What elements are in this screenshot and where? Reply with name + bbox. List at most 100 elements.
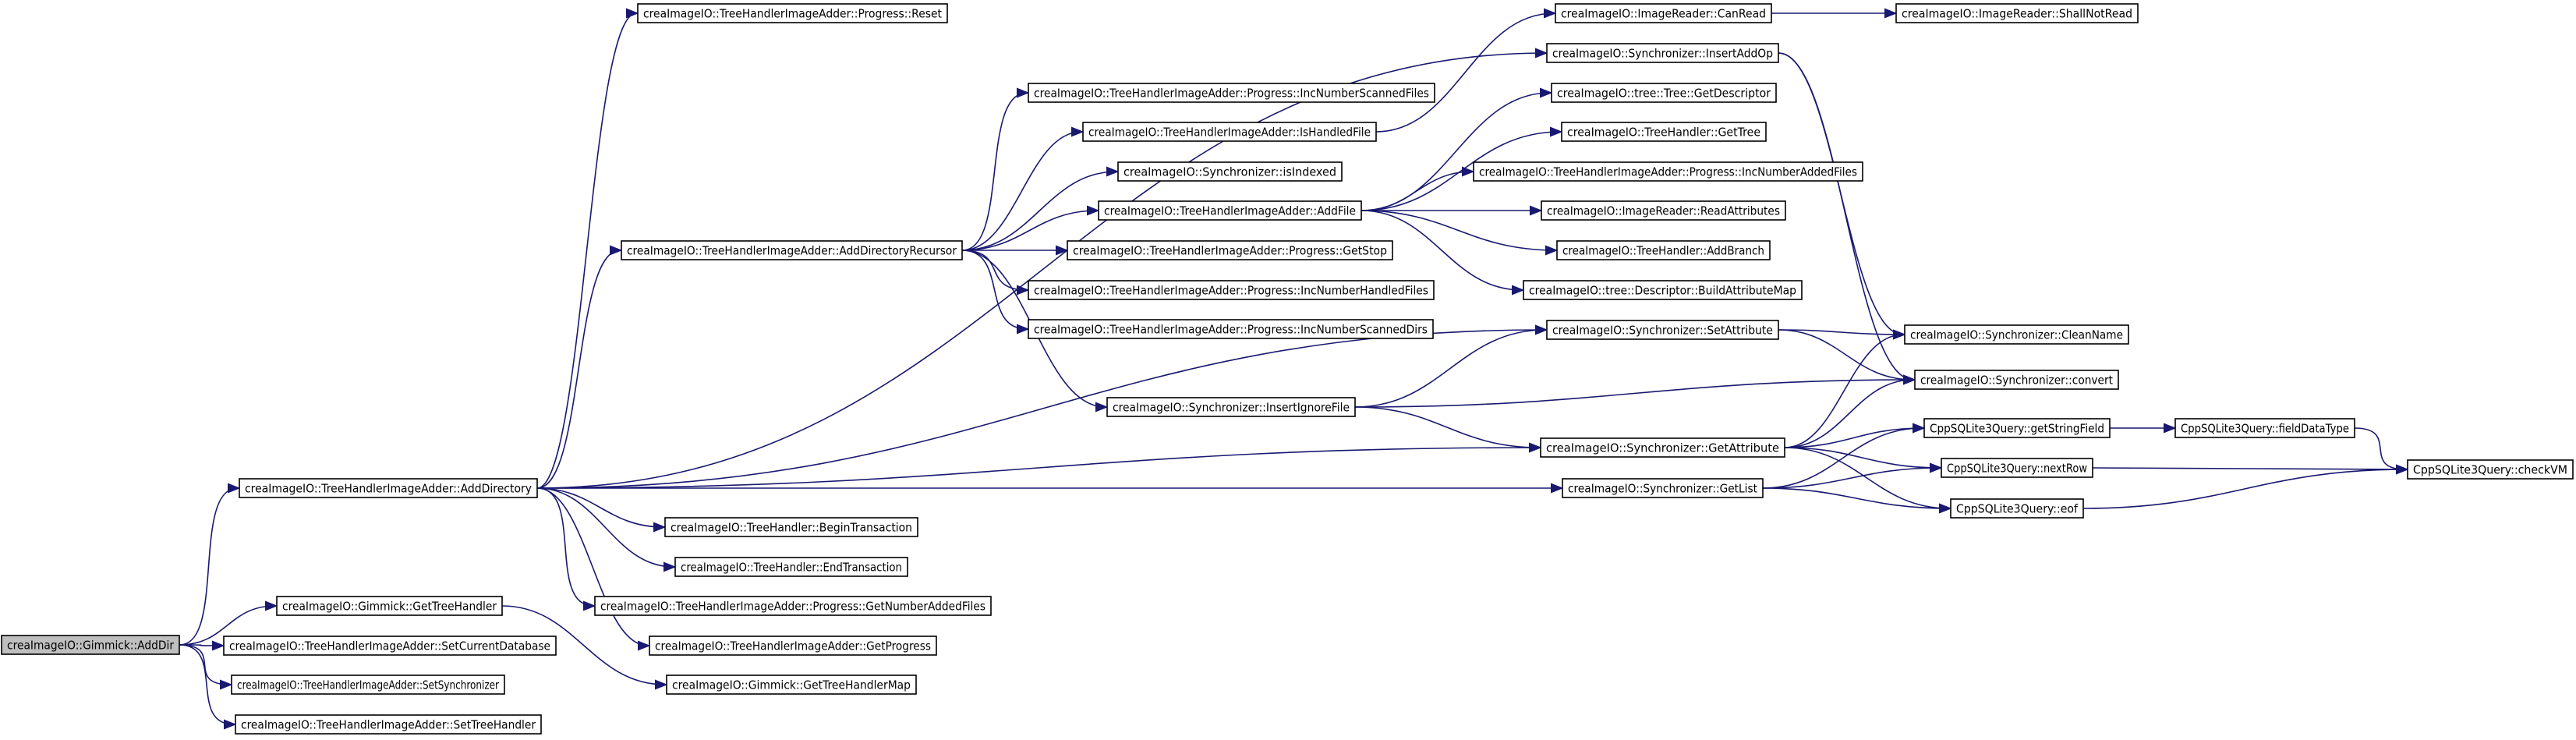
node-cppsqlite3query-getstringfield[interactable]: CppSQLite3Query::getStringField [1923,418,2111,438]
node-cppsqlite3query-fielddatatype[interactable]: CppSQLite3Query::fieldDataType [2174,418,2355,438]
node-label: creaImageIO::tree::Descriptor::BuildAttr… [1529,284,1796,298]
node-box[interactable] [1098,200,1362,221]
node-creaimageio-treehandlerimageadder-adddirectory[interactable]: creaImageIO::TreeHandlerImageAdder::AddD… [239,478,538,498]
node-box[interactable] [239,478,538,498]
node-box[interactable] [276,596,503,616]
node-creaimageio-synchronizer-cleanname[interactable]: creaImageIO::Synchronizer::CleanName [1904,324,2129,345]
edge-n1-to-n24 [536,448,1539,489]
node-box[interactable] [2407,459,2574,480]
edge-n24-to-n25 [1784,428,1923,448]
node-label: creaImageIO::TreeHandlerImageAdder::Prog… [1034,87,1429,101]
node-box[interactable] [1556,240,1771,260]
edge-n0-to-n39 [179,644,234,724]
node-label: creaImageIO::ImageReader::ShallNotRead [1902,7,2132,21]
node-box[interactable] [231,674,505,695]
node-box[interactable] [1904,324,2129,345]
node-box[interactable] [1923,418,2111,438]
node-creaimageio-synchronizer-insertaddop[interactable]: creaImageIO::Synchronizer::InsertAddOp [1546,43,1779,63]
node-box[interactable] [223,636,557,656]
node-box[interactable] [1914,370,2119,390]
node-box[interactable] [649,636,937,656]
node-box[interactable] [1546,320,1779,340]
node-box[interactable] [674,557,908,577]
node-creaimageio-treehandler-gettree[interactable]: creaImageIO::TreeHandler::GetTree [1561,122,1767,142]
node-box[interactable] [1028,83,1435,103]
node-label: creaImageIO::Gimmick::AddDir [7,639,175,653]
node-box[interactable] [1067,240,1393,260]
node-label: creaImageIO::Synchronizer::SetAttribute [1552,324,1773,338]
node-creaimageio-treehandlerimageadder-addfile[interactable]: creaImageIO::TreeHandlerImageAdder::AddF… [1098,200,1362,221]
node-label: creaImageIO::TreeHandlerImageAdder::Prog… [1034,284,1428,298]
node-box[interactable] [664,517,918,537]
node-creaimageio-synchronizer-insertignorefile[interactable]: creaImageIO::Synchronizer::InsertIgnoreF… [1106,397,1356,417]
node-box[interactable] [1028,280,1435,300]
node-creaimageio-imagereader-canread[interactable]: creaImageIO::ImageReader::CanRead [1555,3,1772,23]
node-label: creaImageIO::TreeHandlerImageAdder::SetC… [229,639,550,653]
node-creaimageio-synchronizer-setattribute[interactable]: creaImageIO::Synchronizer::SetAttribute [1546,320,1779,340]
node-creaimageio-treehandler-addbranch[interactable]: creaImageIO::TreeHandler::AddBranch [1556,240,1771,260]
node-label: creaImageIO::TreeHandler::EndTransaction [681,561,902,575]
node-creaimageio-synchronizer-convert[interactable]: creaImageIO::Synchronizer::convert [1914,370,2119,390]
node-box[interactable] [1540,437,1785,458]
node-creaimageio-imagereader-readattributes[interactable]: creaImageIO::ImageReader::ReadAttributes [1541,200,1786,221]
node-creaimageio-gimmick-adddir[interactable]: creaImageIO::Gimmick::AddDir [1,635,180,655]
node-creaimageio-treehandlerimageadder-progress-incnumberaddedfiles[interactable]: creaImageIO::TreeHandlerImageAdder::Prog… [1473,161,1863,182]
node-cppsqlite3query-nextrow[interactable]: CppSQLite3Query::nextRow [1941,458,2093,478]
node-creaimageio-gimmick-gettreehandler[interactable]: creaImageIO::Gimmick::GetTreeHandler [276,596,503,616]
node-box[interactable] [1523,280,1803,300]
edge-n2-to-n10 [961,132,1081,251]
node-creaimageio-treehandlerimageadder-settreehandler[interactable]: creaImageIO::TreeHandlerImageAdder::SetT… [235,714,542,735]
node-box[interactable] [1473,161,1863,182]
node-creaimageio-imagereader-shallnotread[interactable]: creaImageIO::ImageReader::ShallNotRead [1895,3,2139,23]
node-box[interactable] [1950,498,2084,519]
node-box[interactable] [235,714,542,735]
node-box[interactable] [1941,458,2093,478]
node-box[interactable] [1028,319,1434,339]
node-box[interactable] [1541,200,1786,221]
node-label: creaImageIO::Gimmick::GetTreeHandler [282,600,497,614]
edge-n29-to-n30 [1762,487,1949,508]
node-creaimageio-treehandler-begintransaction[interactable]: creaImageIO::TreeHandler::BeginTransacti… [664,517,918,537]
node-label: creaImageIO::TreeHandlerImageAdder::GetP… [655,639,931,653]
node-creaimageio-treehandlerimageadder-adddirectoryrecursor[interactable]: creaImageIO::TreeHandlerImageAdder::AddD… [621,240,963,260]
node-creaimageio-treehandlerimageadder-progress-incnumberscanneddirs[interactable]: creaImageIO::TreeHandlerImageAdder::Prog… [1028,319,1434,339]
node-creaimageio-tree-tree-getdescriptor[interactable]: creaImageIO::tree::Tree::GetDescriptor [1551,83,1777,103]
node-creaimageio-treehandler-endtransaction[interactable]: creaImageIO::TreeHandler::EndTransaction [674,557,908,577]
node-cppsqlite3query-checkvm[interactable]: CppSQLite3Query::checkVM [2407,459,2574,480]
node-creaimageio-synchronizer-getlist[interactable]: creaImageIO::Synchronizer::GetList [1562,478,1764,498]
node-box[interactable] [1561,122,1767,142]
edge-n3-to-n11 [1361,132,1560,211]
node-creaimageio-treehandlerimageadder-getprogress[interactable]: creaImageIO::TreeHandlerImageAdder::GetP… [649,636,937,656]
node-box[interactable] [1106,397,1356,417]
node-cppsqlite3query-eof[interactable]: CppSQLite3Query::eof [1950,498,2084,519]
node-box[interactable] [1895,3,2139,23]
node-box[interactable] [594,596,992,616]
node-box[interactable] [1551,83,1777,103]
node-box[interactable] [1562,478,1764,498]
node-box[interactable] [1546,43,1779,63]
node-creaimageio-treehandlerimageadder-setsynchronizer[interactable]: creaImageIO::TreeHandlerImageAdder::SetS… [231,674,505,695]
node-creaimageio-treehandlerimageadder-progress-reset[interactable]: creaImageIO::TreeHandlerImageAdder::Prog… [637,3,948,23]
edge-n35-to-n36 [501,605,665,685]
node-box[interactable] [1555,3,1772,23]
node-creaimageio-treehandlerimageadder-setcurrentdatabase[interactable]: creaImageIO::TreeHandlerImageAdder::SetC… [223,636,557,656]
node-creaimageio-tree-descriptor-buildattributemap[interactable]: creaImageIO::tree::Descriptor::BuildAttr… [1523,280,1803,300]
node-box[interactable] [1,635,180,655]
node-box[interactable] [666,674,917,695]
node-creaimageio-gimmick-gettreehandlermap[interactable]: creaImageIO::Gimmick::GetTreeHandlerMap [666,674,917,695]
node-creaimageio-treehandlerimageadder-ishandledfile[interactable]: creaImageIO::TreeHandlerImageAdder::IsHa… [1082,122,1377,142]
node-box[interactable] [1082,122,1377,142]
node-creaimageio-synchronizer-getattribute[interactable]: creaImageIO::Synchronizer::GetAttribute [1540,437,1785,458]
node-creaimageio-treehandlerimageadder-progress-incnumberscannedfiles[interactable]: creaImageIO::TreeHandlerImageAdder::Prog… [1028,83,1435,103]
node-creaimageio-synchronizer-isindexed[interactable]: creaImageIO::Synchronizer::isIndexed [1117,161,1343,182]
node-box[interactable] [637,3,948,23]
node-box[interactable] [1117,161,1343,182]
node-creaimageio-treehandlerimageadder-progress-getstop[interactable]: creaImageIO::TreeHandlerImageAdder::Prog… [1067,240,1393,260]
node-creaimageio-treehandlerimageadder-progress-getnumberaddedfiles[interactable]: creaImageIO::TreeHandlerImageAdder::Prog… [594,596,992,616]
node-creaimageio-treehandlerimageadder-progress-incnumberhandledfiles[interactable]: creaImageIO::TreeHandlerImageAdder::Prog… [1028,280,1435,300]
node-box[interactable] [621,240,963,260]
edge-n3-to-n9 [1361,93,1550,211]
node-box[interactable] [2174,418,2355,438]
edge-n1-to-n7 [536,53,1545,489]
edge-n2-to-n3 [961,211,1097,251]
